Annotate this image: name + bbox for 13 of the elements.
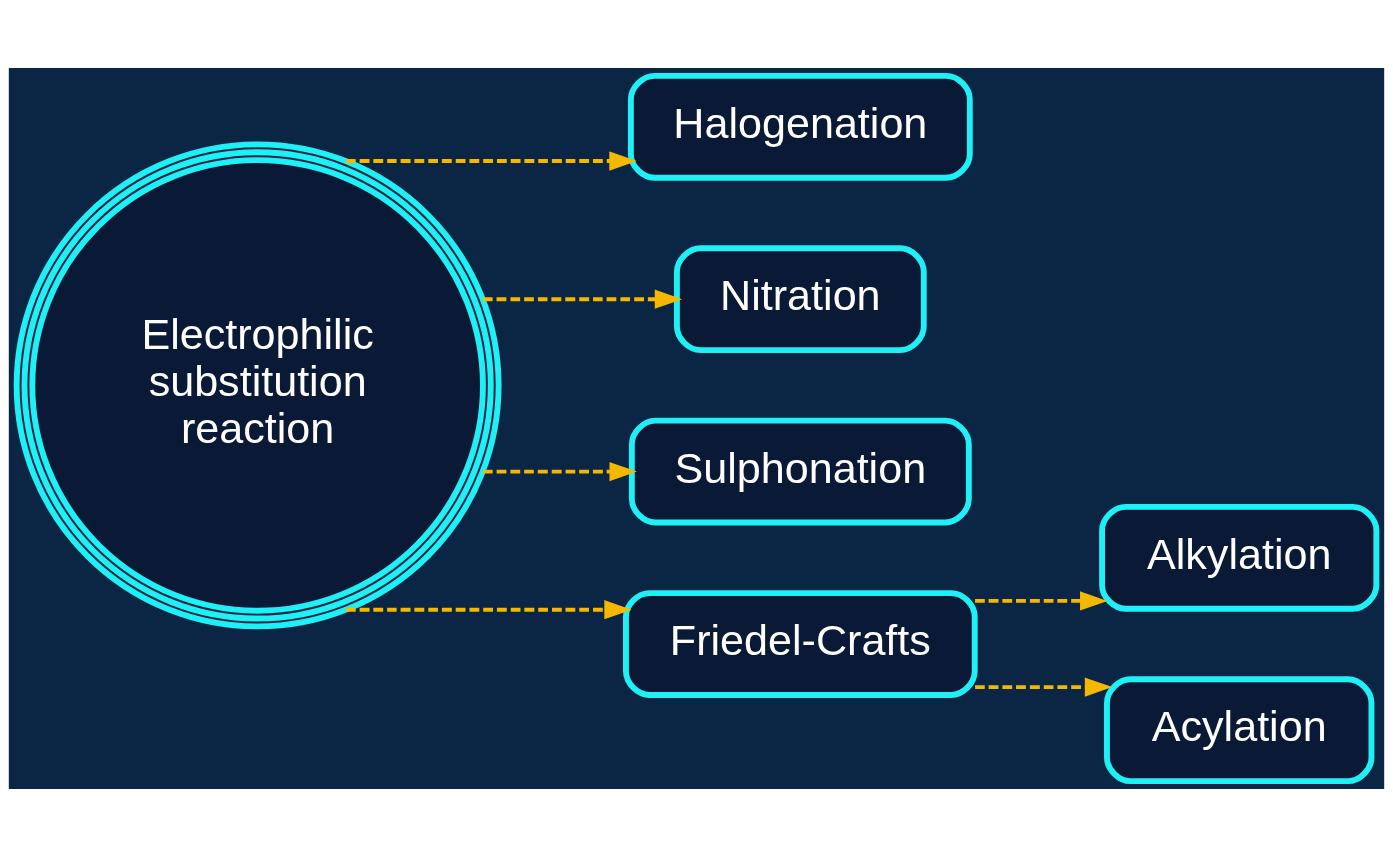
arrow: [346, 150, 637, 171]
arrow: [975, 677, 1113, 697]
node-box: Nitration: [673, 244, 927, 353]
node-box: Alkylation: [1099, 503, 1380, 612]
node-box: Friedel-Crafts: [623, 589, 978, 698]
node-box: Halogenation: [627, 72, 973, 181]
node-box: Acylation: [1104, 675, 1375, 784]
arrow: [975, 590, 1108, 611]
node-box: Sulphonation: [628, 417, 972, 525]
arrow: [483, 461, 637, 481]
arrow: [483, 289, 683, 309]
node-circle: Electrophilic substitution reaction: [13, 140, 502, 629]
arrow: [346, 599, 632, 619]
